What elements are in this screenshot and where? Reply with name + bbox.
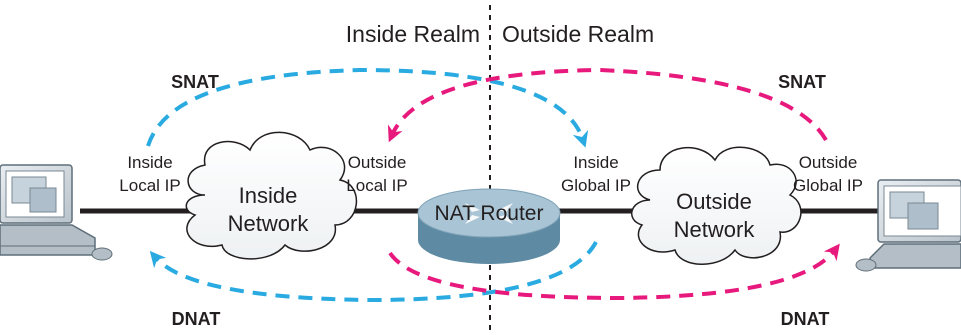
outside-computer-icon xyxy=(855,179,961,272)
inside-realm-title: Inside Realm xyxy=(346,21,480,47)
inside-local-ip-label-line1: Inside xyxy=(127,153,172,172)
snat-left-label: SNAT xyxy=(171,72,219,92)
inside-computer-icon xyxy=(0,164,113,261)
outside-network-label-line1: Outside xyxy=(676,189,752,214)
dnat-inside-arc xyxy=(149,241,598,303)
snat-right-label: SNAT xyxy=(778,72,826,92)
inside-network-label-line2: Network xyxy=(228,211,310,236)
inside-global-ip-label-line1: Inside xyxy=(573,153,618,172)
snat-outside-arc xyxy=(387,67,828,143)
dnat-right-label: DNAT xyxy=(781,309,830,329)
outside-realm-title: Outside Realm xyxy=(502,21,654,47)
nat-router: NAT Router xyxy=(417,188,561,264)
inside-global-ip-label-line2: Global IP xyxy=(561,176,631,195)
outside-network-cloud: Outside Network xyxy=(631,146,802,265)
outside-global-ip-label-line2: Global IP xyxy=(793,176,863,195)
inside-network-cloud: Inside Network xyxy=(185,131,357,260)
inside-local-ip-label-line2: Local IP xyxy=(119,176,180,195)
nat-router-label: NAT Router xyxy=(435,202,544,225)
outside-global-ip-label-line1: Outside xyxy=(799,153,858,172)
outside-local-ip-label-line2: Local IP xyxy=(346,176,407,195)
inside-network-label-line1: Inside xyxy=(239,183,298,208)
snat-inside-arc xyxy=(146,67,589,148)
router-arrows-icon xyxy=(465,203,513,224)
dnat-left-label: DNAT xyxy=(172,309,221,329)
dnat-outside-arc xyxy=(388,243,840,301)
outside-network-label-line2: Network xyxy=(674,217,756,242)
outside-local-ip-label-line1: Outside xyxy=(348,153,407,172)
